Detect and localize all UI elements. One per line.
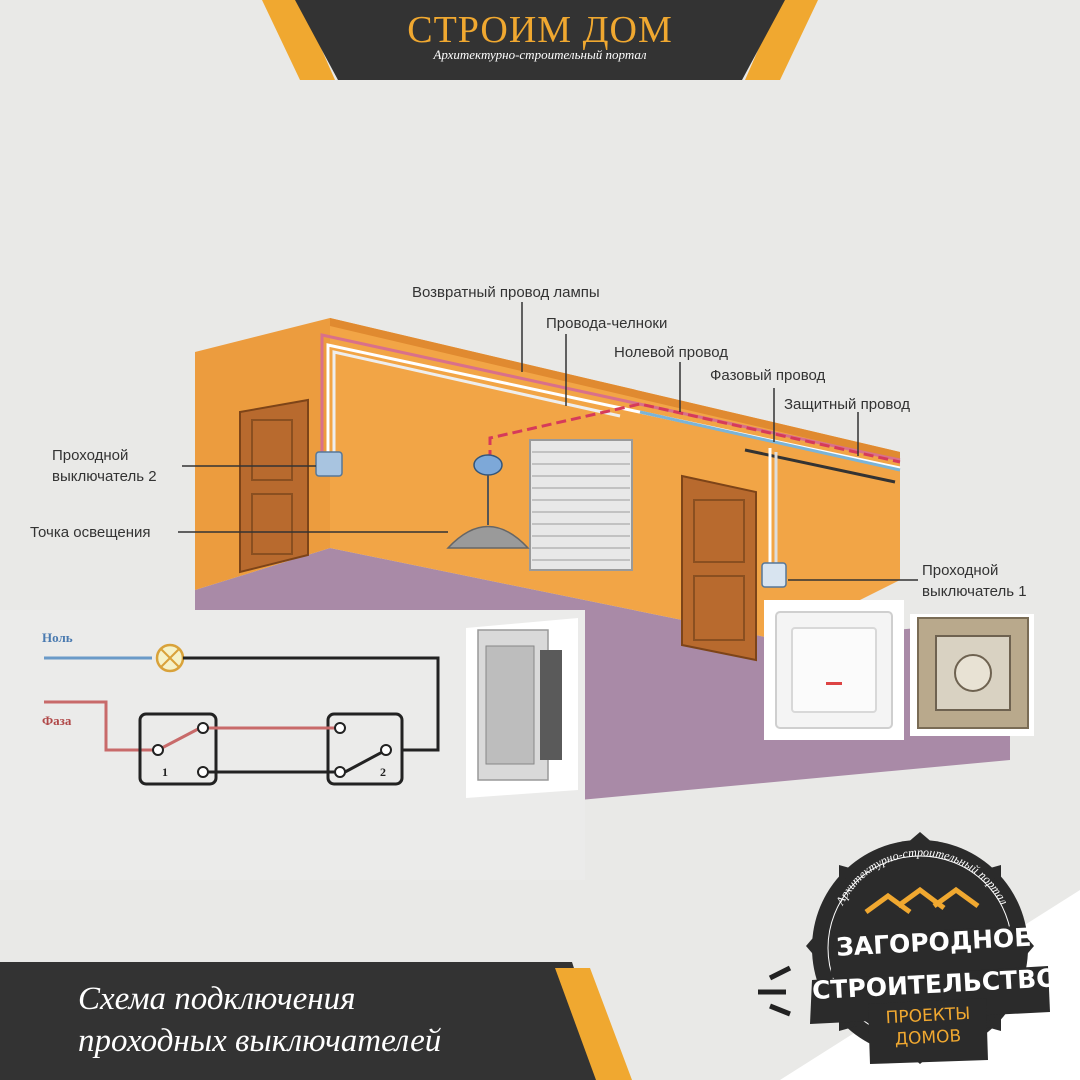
return-wire-line: [183, 656, 440, 752]
schematic-switch-2-number: 2: [380, 765, 386, 779]
door-left-panel: [251, 493, 293, 555]
header-accent-right: [745, 0, 818, 80]
badge-arc-text: Архитектурно-строительный портал: [833, 845, 1012, 908]
label-light-point: Точка освещения: [30, 524, 151, 541]
phase-wire-line: [44, 700, 158, 752]
blind-slats: [532, 451, 630, 561]
label-return-wire: Возвратный провод лампы: [412, 284, 600, 301]
badge-ribbon: [830, 926, 1022, 978]
schematic-switch-1-number: 1: [162, 765, 168, 779]
door-left-panel: [251, 419, 293, 481]
switch-2-box: [315, 451, 343, 477]
switch-contacts: [152, 722, 392, 778]
badge-spark-lines: [758, 965, 792, 1017]
ceiling-junction: [473, 454, 503, 476]
lamp-shade: [446, 525, 530, 549]
wall-wires: [320, 333, 901, 568]
badge-ribbon: [868, 998, 988, 1064]
site-logo-title: СТРОИМ ДОМ: [407, 9, 673, 51]
footer-band: [0, 962, 610, 1080]
header-accent-left: [262, 0, 335, 80]
door-right: [681, 474, 757, 662]
door-right-panel: [693, 575, 745, 641]
switch-1-symbol: [138, 712, 218, 786]
schematic-label-neutral: Ноль: [42, 630, 73, 645]
header-banner: [262, 0, 818, 80]
label-shuttle-wires: Провода-челноки: [546, 315, 668, 332]
label-switch-1: Проходной выключатель 1: [922, 562, 1027, 600]
schematic-label-phase: Фаза: [42, 713, 72, 728]
window-blinds: [529, 439, 633, 571]
label-leaders: [178, 302, 918, 581]
badge-arc-label: Архитектурно-строительный портал: [833, 845, 1012, 908]
label-phase-wire: Фазовый провод: [710, 367, 826, 384]
switch-1-box: [761, 562, 787, 588]
wall-top-edge: [330, 318, 900, 460]
door-left: [239, 398, 309, 574]
site-logo-subtitle: Архитектурно-строительный портал: [433, 47, 647, 62]
label-neutral-wire: Нолевой провод: [614, 344, 729, 361]
switch-2-symbol: [326, 712, 404, 786]
door-right-panel: [693, 499, 745, 563]
label-switch-2: Проходной выключатель 2: [52, 447, 157, 485]
header-background: [295, 0, 785, 80]
footer-accent: [555, 968, 632, 1080]
page-caption: Схема подключения проходных выключателей: [78, 981, 442, 1059]
label-protective-wire: Защитный провод: [784, 396, 910, 413]
svg-text:Архитектурно-строительный порт: Архитектурно-строительный портал: [833, 845, 1012, 908]
